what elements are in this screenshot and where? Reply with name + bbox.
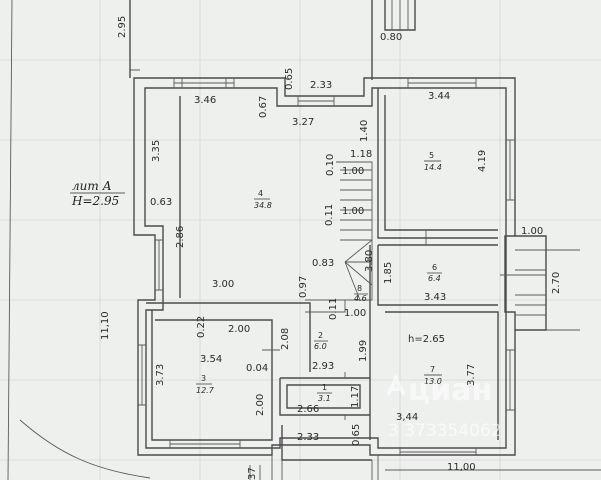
dim-3-43: 3.43 [424, 292, 446, 303]
dim-0-04: 0.04 [246, 363, 268, 374]
dim-0-80: 0.80 [380, 32, 402, 43]
dim-1-99: 1.99 [358, 340, 369, 362]
watermark-brand: циан [408, 373, 492, 408]
room-4-area: 34.8 [254, 201, 272, 210]
dim-1-00-right: 1.00 [521, 226, 543, 237]
room-5-area: 14.4 [424, 163, 442, 172]
letter-label: лит А [72, 179, 112, 193]
dim-2-86: 2.86 [175, 226, 186, 248]
dim-1-00-b: 1.00 [342, 206, 364, 217]
dim-1-40: 1.40 [359, 120, 370, 142]
dim-3-35: 3.35 [151, 140, 162, 162]
room-labels: 4 34.8 5 14.4 6 6.4 8 4.6 2 6.0 3 12.7 [196, 151, 442, 403]
room-8-area: 4.6 [354, 294, 367, 303]
dim-3-46: 3.46 [194, 95, 216, 106]
bottom-arc [19, 419, 151, 479]
room-3: 3 12.7 [196, 374, 215, 395]
dim-0-83: 0.83 [312, 258, 334, 269]
dim-2-00-a: 2.00 [228, 324, 250, 335]
watermark: циан 3 373354062 [386, 373, 502, 441]
dimension-labels: 2.95 0.80 0.65 2.33 3.46 0.67 3.27 1.40 … [100, 16, 562, 480]
window-marks [138, 78, 515, 455]
dim-2-08: 2.08 [280, 328, 291, 350]
dim-2-66: 2.66 [297, 404, 319, 415]
dim-2-00-b: 2.00 [255, 394, 266, 416]
dim-0-63: 0.63 [150, 197, 172, 208]
room-8: 8 4.6 [354, 284, 368, 303]
dim-2-95: 2.95 [117, 16, 128, 38]
upper-building [129, 0, 416, 80]
room-4: 4 34.8 [254, 189, 272, 210]
room-4-number: 4 [258, 189, 263, 198]
dim-37: 37 [247, 467, 258, 480]
dim-3-80: 3.80 [364, 250, 375, 272]
dim-0-22: 0.22 [196, 316, 207, 338]
dim-0-10: 0.10 [325, 154, 336, 176]
room-3-area: 12.7 [196, 386, 215, 395]
right-porch [500, 235, 580, 331]
left-border-line [7, 0, 13, 480]
room-6-number: 6 [432, 263, 437, 272]
dim-2-33-bottom: 2.33 [297, 432, 319, 443]
dim-0-65-bottom: 0.65 [351, 424, 362, 446]
watermark-phone: 3 373354062 [388, 421, 502, 441]
outer-walls [133, 77, 516, 456]
room-2: 2 6.0 [314, 331, 328, 351]
plan-label: лит А H=2.95 [70, 179, 125, 208]
dim-3-00: 3.00 [212, 279, 234, 290]
dim-h-2-65: h=2.65 [408, 334, 445, 345]
room-7-number: 7 [430, 365, 435, 374]
dim-0-11-a: 0.11 [324, 204, 335, 226]
dim-3-77: 3.77 [466, 364, 477, 386]
room-1-number: 1 [322, 383, 327, 392]
room-5: 5 14.4 [424, 151, 442, 172]
dim-1-18: 1.18 [350, 149, 372, 160]
room-7-area: 13.0 [424, 377, 442, 386]
height-label: H=2.95 [71, 194, 119, 208]
dim-1-00-c: 1.00 [344, 308, 366, 319]
room-1: 1 3.1 [317, 383, 332, 403]
dim-0-11-b: 0.11 [328, 298, 339, 320]
watermark-logo-icon [386, 373, 406, 396]
inner-walls [146, 88, 499, 461]
bottom-porch [249, 455, 601, 480]
room-7: 7 13.0 [424, 365, 442, 386]
room-3-number: 3 [201, 374, 206, 383]
dim-3-44-top: 3.44 [428, 91, 450, 102]
room-1-area: 3.1 [318, 394, 331, 403]
dim-3-73: 3.73 [155, 364, 166, 386]
dim-0-67: 0.67 [258, 96, 269, 118]
dim-2-70: 2.70 [551, 272, 562, 294]
room-2-area: 6.0 [314, 342, 327, 351]
room-6: 6 6.4 [427, 263, 442, 283]
room-2-number: 2 [318, 331, 323, 340]
room-5-number: 5 [429, 151, 434, 160]
dim-11-10: 11,10 [100, 311, 111, 340]
dim-2-33-top: 2.33 [310, 80, 332, 91]
room-8-number: 8 [357, 284, 362, 293]
room-6-area: 6.4 [428, 274, 441, 283]
dim-11-00: 11,00 [447, 462, 476, 473]
dim-3-27: 3.27 [292, 117, 314, 128]
dim-0-65-top: 0.65 [284, 68, 295, 90]
staircase [305, 161, 373, 313]
dim-3-54: 3.54 [200, 354, 222, 365]
dim-0-97: 0.97 [298, 276, 309, 298]
dim-4-19: 4.19 [477, 150, 488, 172]
dim-1-85: 1.85 [383, 262, 394, 284]
dim-1-17: 1.17 [350, 386, 361, 408]
dim-3-44-bottom: 3,44 [396, 412, 418, 423]
dim-2-93: 2.93 [312, 361, 334, 372]
dim-1-00-a: 1.00 [342, 166, 364, 177]
